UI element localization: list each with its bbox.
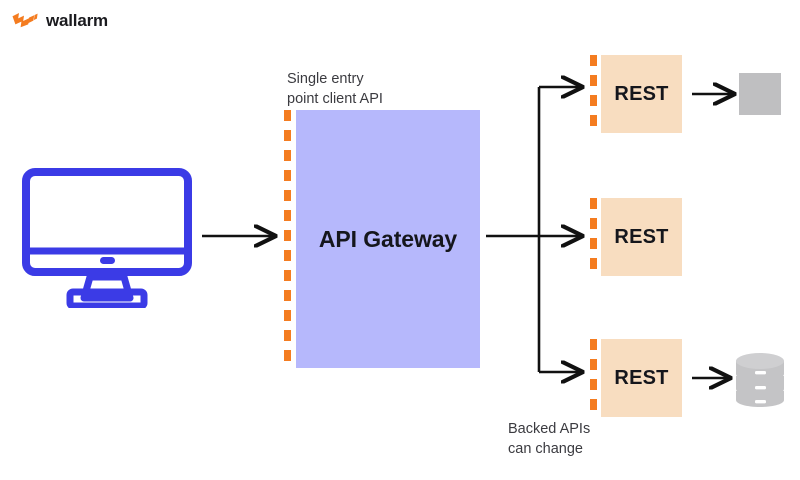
orange-dashed-boundary-icon [590,339,597,417]
brand-logo: wallarm [12,6,108,34]
backend-rest-box: REST [601,339,682,417]
api-gateway-label: API Gateway [318,225,458,252]
backend-caption: Backed APIs can change [508,421,591,457]
desktop-monitor-icon [22,168,192,308]
backend-rest-box: REST [601,198,682,276]
backend-rest-label: REST [614,82,669,105]
brand-name: wallarm [46,10,108,30]
wallarm-bolt-icon [12,12,38,28]
backend-rest-box: REST [601,55,682,133]
backend-rest-node-2: REST [590,198,682,276]
gateway-caption: Single entry point client API [287,71,383,107]
orange-dashed-boundary-icon [590,198,597,276]
backend-rest-node-3: REST [590,339,682,417]
orange-dashed-boundary-icon [590,55,597,133]
database-cylinder-icon [733,349,787,409]
gray-square-icon [739,73,781,115]
backend-rest-node-1: REST [590,55,682,133]
orange-dashed-boundary-icon [284,110,291,368]
api-gateway-node: API Gateway [284,110,480,368]
backend-rest-label: REST [614,225,669,248]
api-gateway-box: API Gateway [296,110,480,368]
backend-rest-label: REST [614,366,669,389]
